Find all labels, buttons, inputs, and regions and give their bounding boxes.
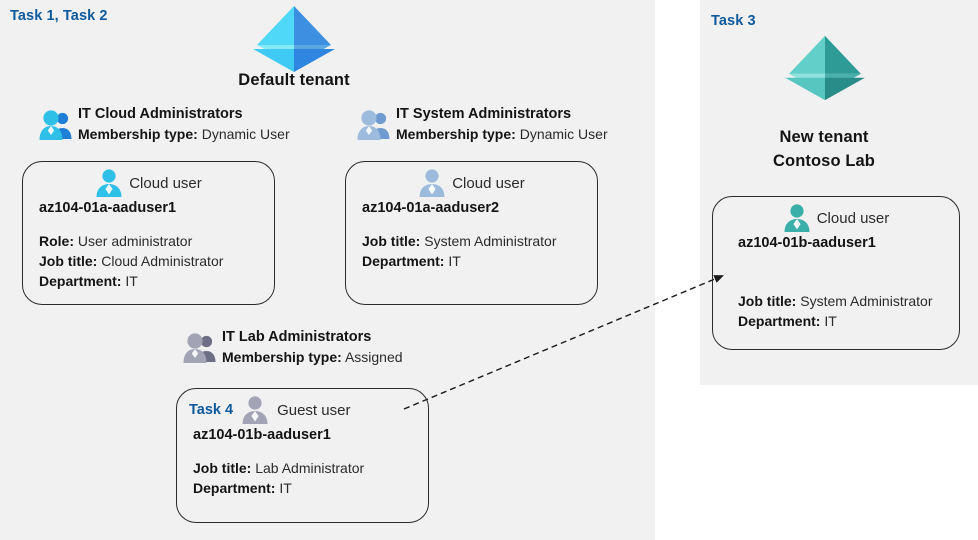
card-header: Cloud user [23,166,274,200]
membership-type-value: Dynamic User [201,126,290,142]
user-properties: Job title: System Administrator Departme… [346,231,597,271]
group-users-icon [356,109,392,143]
card-header: Cloud user [346,166,597,200]
membership-type-label: Membership type: [396,126,516,142]
user-property-department: Department: IT [362,251,597,271]
group-name: IT Lab Administrators [222,329,372,345]
property-value: User administrator [77,233,193,249]
property-label: Department: [39,273,122,289]
property-value: IT [279,480,292,496]
user-property-role: Role: User administrator [39,231,274,251]
group-users-icon [38,109,74,143]
task-label-3: Task 3 [711,13,756,29]
user-property-job-title: Job title: System Administrator [362,231,597,251]
azure-ad-tenant-icon [783,33,867,103]
membership-type-label: Membership type: [222,349,342,365]
user-principal-name: az104-01b-aaduser1 [193,427,331,443]
new-tenant-name: New tenant Contoso Lab [726,125,922,173]
property-label: Department: [193,480,276,496]
azure-ad-tenant-icon [251,3,337,75]
user-kind-label: Cloud user [129,174,202,192]
user-property-department: Department: IT [738,311,959,331]
group-it-system-administrators: IT System Administrators Membership type… [356,105,608,145]
cloud-user-icon [783,203,811,233]
user-principal-name: az104-01a-aaduser1 [39,200,177,216]
property-value: Lab Administrator [255,460,365,476]
default-tenant-name: Default tenant [238,71,350,89]
new-tenant-name-line2: Contoso Lab [773,152,875,170]
property-label: Department: [362,253,445,269]
user-kind-label: Cloud user [452,174,525,192]
property-value: System Administrator [424,233,557,249]
property-value: IT [448,253,461,269]
user-kind-label: Cloud user [816,209,890,227]
group-name: IT Cloud Administrators [78,106,243,122]
property-value: IT [824,313,837,329]
property-value: System Administrator [800,293,933,309]
user-property-job-title: Job title: System Administrator [738,291,959,311]
property-label: Job title: [39,253,98,269]
group-membership-type: Membership type: Assigned [222,347,403,368]
user-card-new-tenant-az104-01b-aaduser1[interactable]: Cloud user az104-01b-aaduser1 Job title:… [712,196,960,350]
user-properties: Job title: System Administrator Departme… [713,291,959,331]
card-header: Cloud user [713,201,959,235]
user-card-az104-01a-aaduser2[interactable]: Cloud user az104-01a-aaduser2 Job title:… [345,161,598,305]
user-property-department: Department: IT [193,478,428,498]
user-property-department: Department: IT [39,271,274,291]
guest-user-icon [241,395,269,425]
user-property-job-title: Job title: Cloud Administrator [39,251,274,271]
user-card-guest-az104-01b-aaduser1[interactable]: Task 4 Guest user az104-01b-aaduser1 Job… [176,388,429,523]
user-properties: Job title: Lab Administrator Department:… [177,458,428,498]
cloud-user-icon [418,168,446,198]
new-tenant-name-line1: New tenant [779,128,869,146]
group-name: IT System Administrators [396,106,572,122]
user-kind-label: Guest user [277,401,351,419]
user-properties: Role: User administrator Job title: Clou… [23,231,274,291]
group-membership-type: Membership type: Dynamic User [396,124,608,145]
property-label: Job title: [362,233,421,249]
property-label: Job title: [193,460,252,476]
user-card-az104-01a-aaduser1[interactable]: Cloud user az104-01a-aaduser1 Role: User… [22,161,275,305]
group-users-icon [182,332,218,366]
group-membership-type: Membership type: Dynamic User [78,124,290,145]
property-value: Cloud Administrator [101,253,224,269]
default-tenant-panel [0,0,655,540]
membership-type-value: Dynamic User [519,126,608,142]
property-value: IT [125,273,138,289]
card-header: Task 4 Guest user [177,393,428,427]
property-label: Role: [39,233,74,249]
cloud-user-icon [95,168,123,198]
task-label-1-2: Task 1, Task 2 [10,8,108,24]
property-label: Department: [738,313,821,329]
user-principal-name: az104-01a-aaduser2 [362,200,500,216]
group-it-cloud-administrators: IT Cloud Administrators Membership type:… [38,105,290,145]
property-label: Job title: [738,293,797,309]
user-property-job-title: Job title: Lab Administrator [193,458,428,478]
membership-type-label: Membership type: [78,126,198,142]
task-label-4: Task 4 [189,402,234,418]
membership-type-value: Assigned [344,349,403,365]
user-principal-name: az104-01b-aaduser1 [738,235,876,251]
group-it-lab-administrators: IT Lab Administrators Membership type: A… [182,328,403,368]
